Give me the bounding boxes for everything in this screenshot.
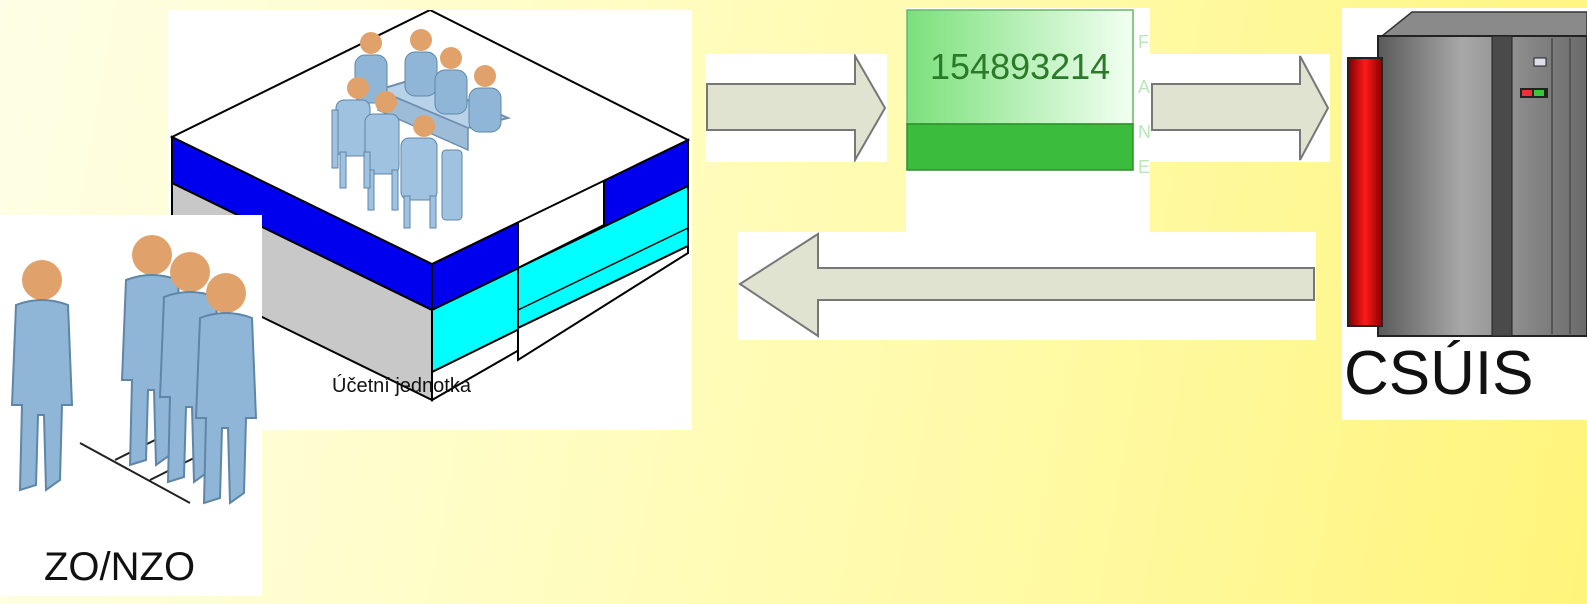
arrow-to-system-panel <box>1150 54 1330 162</box>
arrow-to-record-panel <box>705 54 887 162</box>
accounting-entity-panel: Účetní jednotka <box>168 10 692 430</box>
record-number: 154893214 <box>930 46 1111 87</box>
server-icon <box>1347 11 1587 337</box>
persons-label: ZO/NZO <box>44 545 196 589</box>
server-panel: CSÚIS <box>1342 8 1587 420</box>
persons-panel: ZO/NZO <box>0 215 262 596</box>
entity-label: Účetní jednotka <box>332 375 471 397</box>
arrow-return-panel <box>738 232 1316 340</box>
svg-text:A: A <box>1138 77 1150 97</box>
arrow-right-icon <box>1151 55 1330 161</box>
svg-text:F: F <box>1138 32 1149 52</box>
record-panel: F A N E 154893214 <box>906 8 1150 234</box>
system-label: CSÚIS <box>1344 339 1534 408</box>
svg-text:E: E <box>1138 157 1150 177</box>
building-illustration <box>169 10 691 402</box>
meeting-people-icon <box>331 29 512 229</box>
record-card-graphic: F A N E <box>906 9 1150 177</box>
svg-text:N: N <box>1138 122 1150 142</box>
persons-icon <box>10 235 258 505</box>
arrow-left-icon <box>738 232 1315 338</box>
arrow-right-icon <box>706 54 887 162</box>
